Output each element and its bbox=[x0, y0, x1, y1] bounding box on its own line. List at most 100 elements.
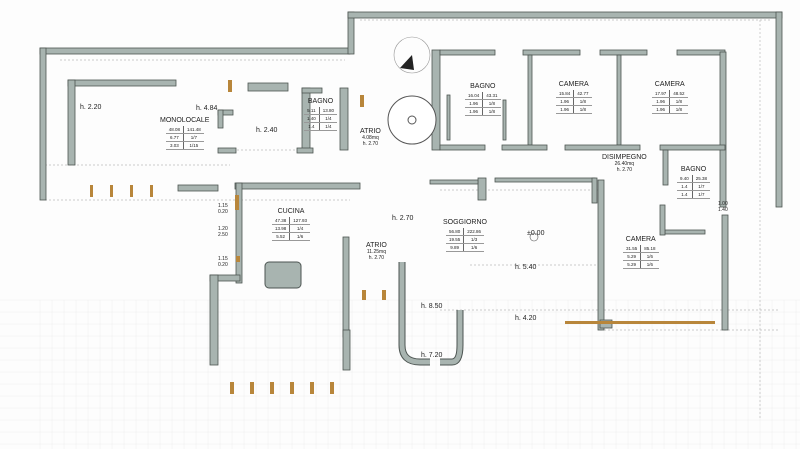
wall bbox=[296, 147, 314, 154]
table-cell: 127.93 bbox=[289, 217, 311, 225]
table-cell: 1/7 bbox=[692, 190, 711, 199]
wall bbox=[339, 87, 349, 151]
table-cell: 9.40 bbox=[677, 175, 693, 183]
table-cell: 5.29 bbox=[623, 260, 642, 269]
wall bbox=[217, 109, 224, 129]
level-label: ±0.00 bbox=[527, 230, 545, 237]
room-atrio-1: ATRIO 4.08mq h. 2.70 bbox=[360, 128, 381, 147]
wall bbox=[39, 47, 351, 55]
wall bbox=[775, 11, 783, 208]
table-cell: 1/6 bbox=[640, 260, 659, 269]
table-cell: 25.38 bbox=[692, 175, 711, 183]
room-disimpegno: DISIMPEGNO 26.40mq h. 2.70 bbox=[602, 154, 647, 173]
window bbox=[110, 185, 113, 197]
dimension-label: 1.15 0.20 bbox=[218, 256, 228, 268]
table-cell: 1/4 bbox=[319, 114, 338, 123]
table-cell: 43.31 bbox=[482, 92, 501, 100]
table-cell: 1.96 bbox=[465, 99, 484, 108]
wall bbox=[247, 82, 289, 92]
wall bbox=[177, 184, 219, 192]
table-cell: 16.04 bbox=[465, 92, 484, 100]
table-cell: 1/8 bbox=[669, 97, 688, 106]
table-cell: 222.86 bbox=[463, 228, 484, 236]
room-name: BAGNO bbox=[470, 83, 496, 90]
table-cell: 1/6 bbox=[289, 232, 311, 241]
table-cell: 56.80 bbox=[445, 228, 465, 236]
height-label: h. 4.84 bbox=[196, 105, 218, 112]
room-atrio-2: ATRIO 11.25mq h. 2.70 bbox=[366, 242, 387, 261]
table-cell: 5.52 bbox=[272, 232, 291, 241]
table-cell: 1.96 bbox=[652, 105, 671, 114]
wall bbox=[564, 144, 641, 151]
height-label: h. 2.40 bbox=[256, 127, 278, 134]
dimension-label: 1.20 2.50 bbox=[218, 226, 228, 238]
table-cell: 5.11 bbox=[304, 107, 320, 115]
window bbox=[250, 382, 254, 394]
guide-lines bbox=[45, 19, 780, 420]
wall bbox=[39, 47, 47, 201]
table-cell: 15.84 bbox=[556, 90, 575, 98]
room-name: CAMERA bbox=[558, 81, 589, 88]
wall bbox=[429, 179, 479, 185]
window bbox=[90, 185, 93, 197]
table-cell: 1.96 bbox=[556, 97, 575, 106]
wall bbox=[659, 204, 666, 236]
table-cell: 42.77 bbox=[573, 90, 592, 98]
wall bbox=[494, 177, 596, 183]
table-cell: 1/8 bbox=[573, 97, 592, 106]
window bbox=[382, 290, 386, 300]
wall bbox=[235, 182, 243, 284]
table-cell: 19.55 bbox=[445, 235, 465, 244]
wall bbox=[676, 49, 726, 56]
room-name: ATRIO bbox=[366, 242, 387, 249]
wall bbox=[501, 144, 548, 151]
room-height: h. 2.70 bbox=[616, 167, 633, 173]
window bbox=[236, 256, 240, 262]
room-height: h. 2.70 bbox=[362, 141, 379, 147]
wall bbox=[301, 87, 323, 94]
window bbox=[362, 290, 366, 300]
height-label: h. 8.50 bbox=[421, 303, 443, 310]
wall bbox=[477, 177, 487, 201]
room-area: 4.08mq bbox=[362, 135, 379, 141]
table-cell: 48.08 bbox=[165, 126, 184, 134]
window bbox=[330, 382, 334, 394]
wall bbox=[616, 54, 622, 146]
table-cell: 1.96 bbox=[652, 97, 671, 106]
table-cell: 1/6 bbox=[463, 243, 484, 252]
window bbox=[230, 382, 234, 394]
table-cell: 47.38 bbox=[272, 217, 291, 225]
wall bbox=[522, 49, 581, 56]
room-area: 11.25mq bbox=[366, 249, 386, 255]
table-cell: 13.80 bbox=[319, 107, 338, 115]
wall bbox=[597, 179, 605, 331]
dimension-label: 1.15 0.20 bbox=[218, 203, 228, 215]
table-cell: 1/3 bbox=[463, 235, 484, 244]
window bbox=[290, 382, 294, 394]
wall bbox=[502, 99, 507, 141]
window bbox=[310, 382, 314, 394]
